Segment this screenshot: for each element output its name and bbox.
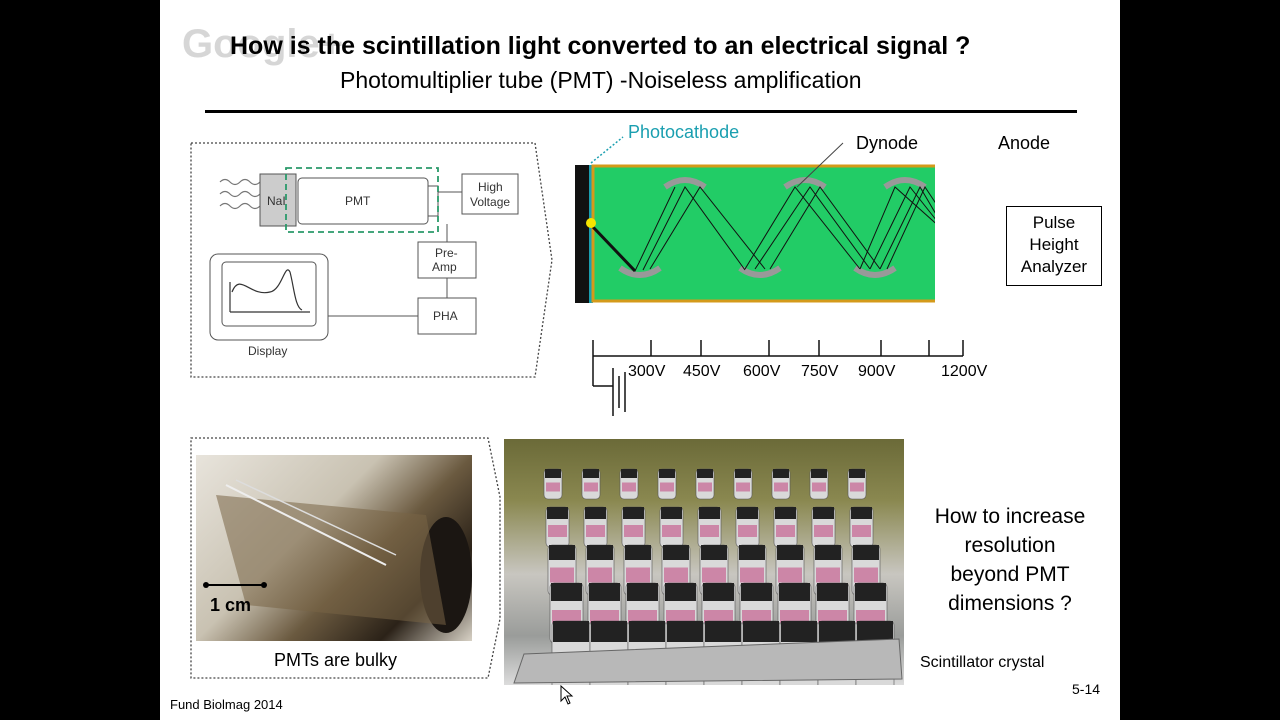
question-line-4: dimensions ? (948, 592, 1072, 615)
high-voltage-label-2: Voltage (470, 195, 511, 209)
voltage-divider (592, 340, 964, 416)
pmt-photo-frame (190, 437, 501, 679)
title-divider (205, 110, 1077, 113)
pha-label: PHA (433, 309, 458, 323)
voltage-600: 600V (743, 363, 781, 380)
high-voltage-label-1: High (478, 180, 503, 194)
voltage-1200: 1200V (941, 363, 988, 380)
pulse-height-analyzer-box: Pulse Height Analyzer (1006, 206, 1102, 286)
pmt-label: PMT (345, 194, 371, 208)
question-line-2: resolution (964, 534, 1056, 557)
single-pmt-photo: 1 cm (196, 455, 472, 641)
pha-line-3: Analyzer (1020, 257, 1088, 276)
preamp-label-1: Pre- (435, 246, 458, 260)
voltage-300: 300V (628, 363, 666, 380)
pha-line-1: Pulse (1032, 213, 1076, 232)
resolution-question: How to increase resolution beyond PMT di… (920, 502, 1100, 618)
mouse-cursor-icon (560, 685, 574, 705)
google-plus-watermark: Google+ (182, 22, 344, 66)
scintillator-callout: Scintillator crystal (920, 654, 1045, 671)
preamp-label-2: Amp (432, 260, 457, 274)
presentation-slide: Google+ How is the scintillation light c… (160, 0, 1120, 720)
pmt-diagram (575, 136, 935, 303)
pmt-array-photo (504, 439, 904, 685)
slide-subtitle: Photomultiplier tube (PMT) -Noiseless am… (340, 67, 862, 93)
dynode-label: Dynode (856, 133, 919, 153)
schematic-frame (190, 142, 553, 378)
scale-bar (203, 582, 267, 588)
pmt-array-illustration (513, 468, 903, 685)
photocathode-label: Photocathode (628, 122, 740, 142)
slide-title: How is the scintillation light converted… (230, 32, 971, 60)
footer-course: Fund Biolmag 2014 (170, 697, 283, 712)
detector-schematic: NaI PMT High Voltage Pre- Amp PHA Displa… (190, 142, 560, 378)
voltage-900: 900V (858, 363, 896, 380)
pmt-tube-illustration (216, 479, 472, 633)
pmts-bulky-caption: PMTs are bulky (274, 650, 398, 670)
voltage-750: 750V (801, 363, 839, 380)
nai-label: NaI (267, 194, 286, 208)
question-line-3: beyond PMT (950, 563, 1070, 586)
page-number: 5-14 (1072, 681, 1101, 697)
pha-line-2: Height (1029, 235, 1079, 254)
voltage-450: 450V (683, 363, 721, 380)
question-line-1: How to increase (934, 505, 1086, 528)
scale-label: 1 cm (210, 595, 252, 615)
display-label: Display (248, 344, 288, 358)
anode-label: Anode (998, 133, 1051, 153)
